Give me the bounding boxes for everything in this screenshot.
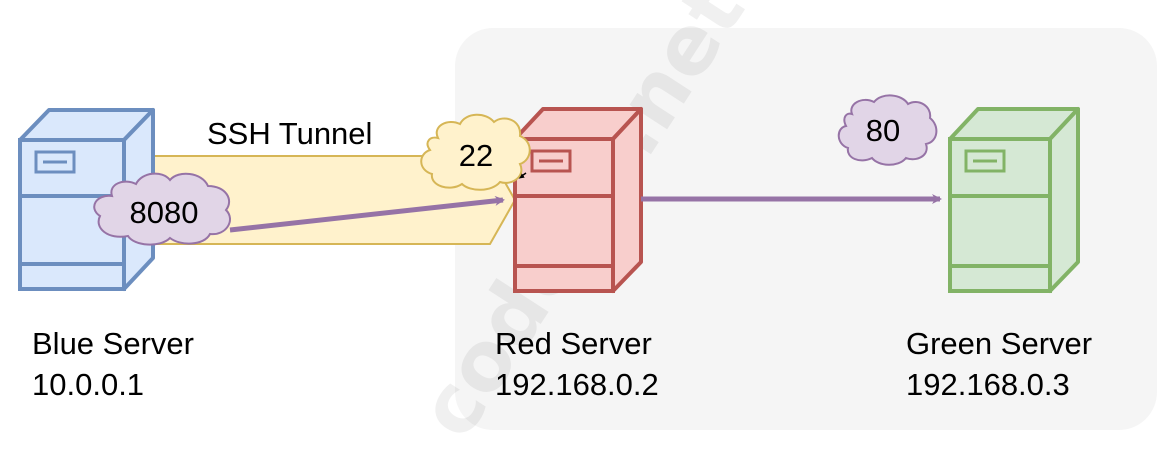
port-label-8080: 8080 [130,195,199,230]
red-server-icon [513,107,643,293]
green-server-name: Green Server [906,326,1093,361]
port-label-22: 22 [459,138,493,173]
forward-arrow-blue-to-red [229,195,505,233]
red-server-ip: 192.168.0.2 [495,367,659,402]
port-cloud-green: 80 [837,94,938,166]
blue-server-ip: 10.0.0.1 [32,367,145,402]
port-22-pointer [518,172,527,179]
ssh-tunnel-label: SSH Tunnel [207,116,372,151]
green-server-ip: 192.168.0.3 [906,367,1070,402]
port-cloud-red: 22 [420,113,531,191]
green-server-icon [948,107,1080,293]
port-cloud-blue: 8080 [93,172,231,246]
blue-server-name: Blue Server [32,326,194,361]
red-server-name: Red Server [495,326,652,361]
port-label-80: 80 [866,113,900,148]
